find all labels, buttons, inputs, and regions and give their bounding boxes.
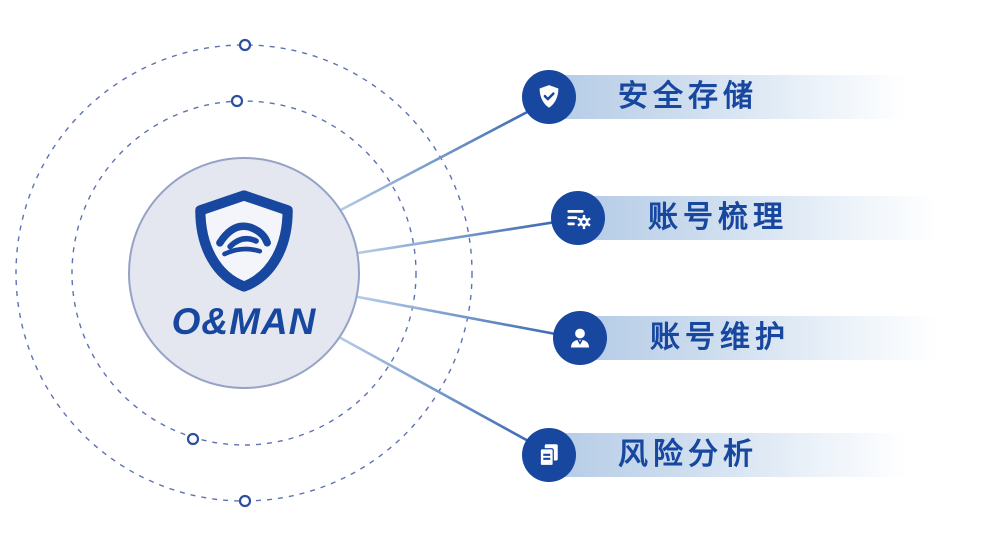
connector-line-2 bbox=[356, 217, 577, 255]
connector-line-4 bbox=[335, 334, 554, 456]
feature-label: 账号维护 bbox=[650, 321, 790, 354]
orbit-node-bottom-outer bbox=[238, 494, 252, 508]
feature-label: 风险分析 bbox=[618, 438, 758, 471]
documents-icon bbox=[522, 428, 576, 482]
dashed-circle-outer bbox=[15, 44, 473, 502]
orbit-node-bottom-inner bbox=[186, 432, 200, 446]
shield-wave-icon bbox=[195, 190, 293, 292]
connector-line-1 bbox=[333, 97, 554, 215]
user-icon bbox=[553, 311, 607, 365]
feature-bar bbox=[545, 75, 908, 119]
brand-circle: O&MAN bbox=[128, 157, 360, 389]
dashed-circle-inner bbox=[71, 100, 417, 446]
account-list-gear-icon bbox=[551, 191, 605, 245]
feature-bar bbox=[576, 316, 939, 360]
feature-bar bbox=[574, 196, 937, 240]
orbit-node-top-inner bbox=[230, 94, 244, 108]
feature-label: 安全存储 bbox=[618, 80, 758, 113]
shield-check-icon bbox=[522, 70, 576, 124]
brand-name: O&MAN bbox=[171, 301, 317, 342]
connector-line-3 bbox=[356, 295, 579, 340]
feature-bar bbox=[545, 433, 908, 477]
orbit-node-top-outer bbox=[238, 38, 252, 52]
feature-label: 账号梳理 bbox=[648, 201, 788, 234]
